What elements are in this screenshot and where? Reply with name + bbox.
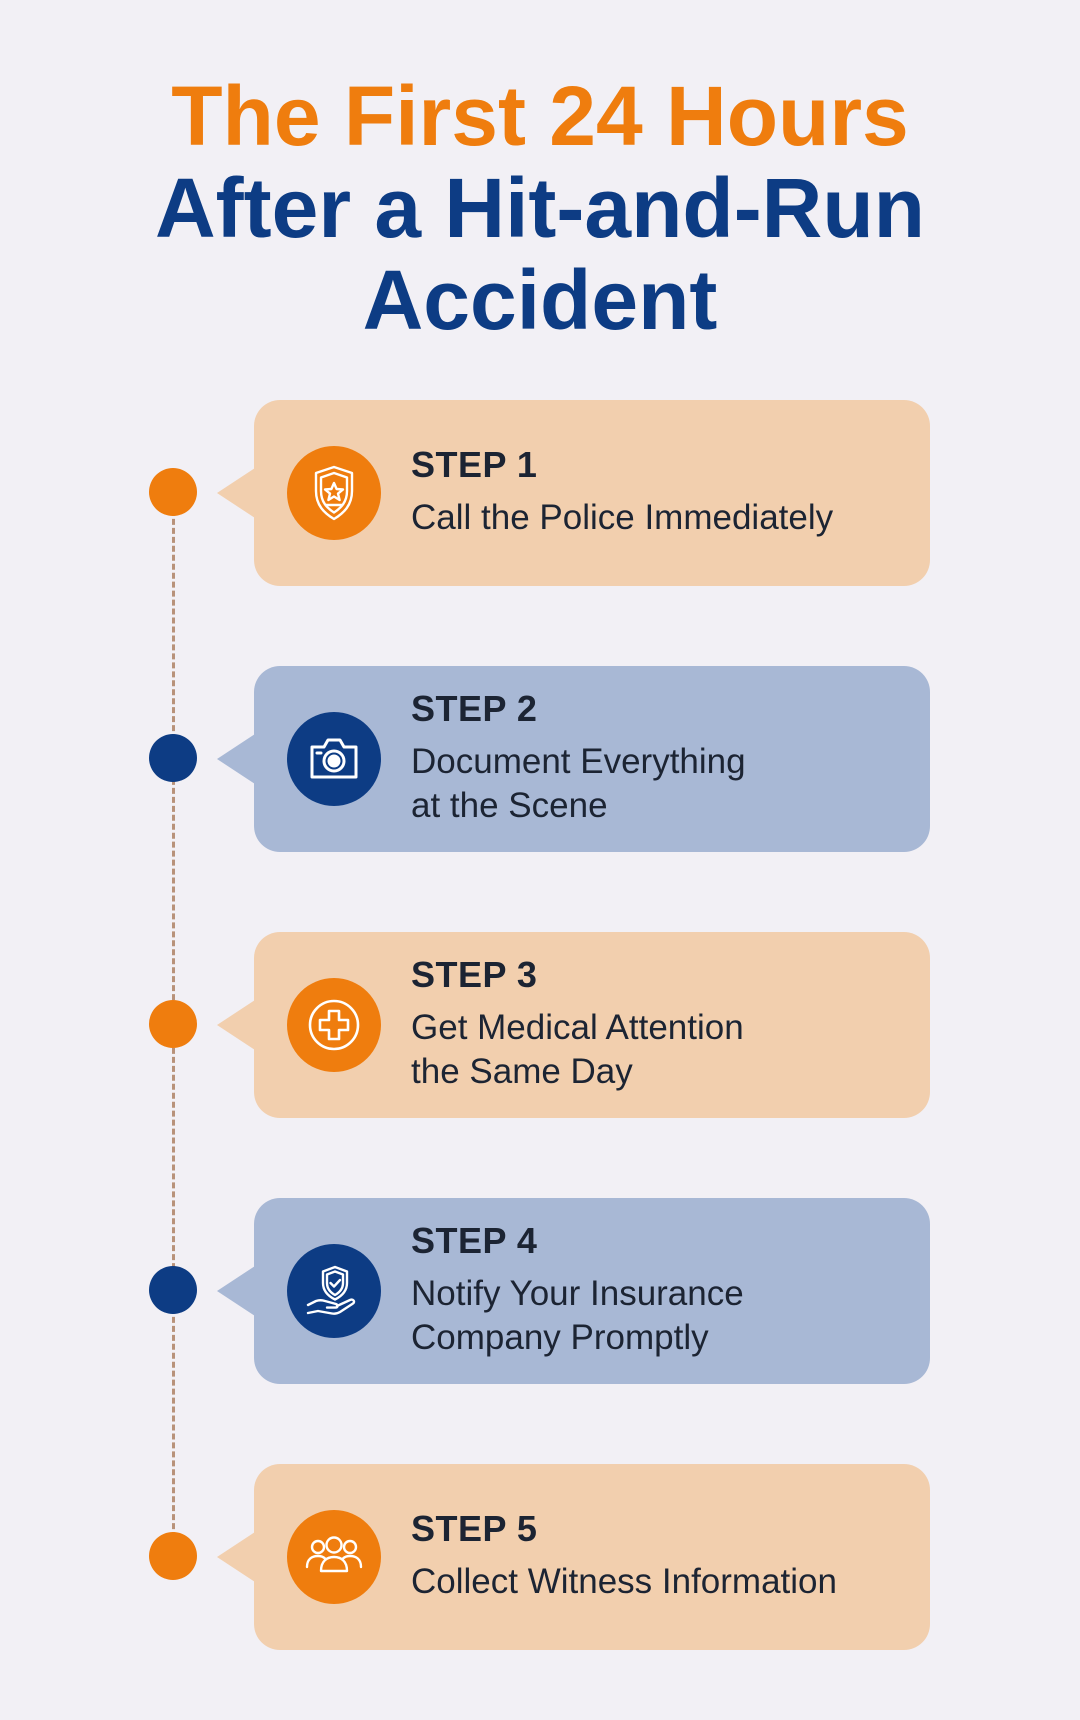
step-label: STEP 3 (411, 954, 538, 995)
step-card-2: STEP 2 Document Everything at the Scene (217, 666, 930, 852)
card-pointer (217, 468, 255, 518)
step-description-line-1: Collect Witness Information (411, 1562, 837, 1601)
step-card-1: STEP 1 Call the Police Immediately (217, 400, 930, 586)
step-card-4: STEP 4 Notify Your Insurance Company Pro… (217, 1198, 930, 1384)
card-pointer (217, 1532, 255, 1582)
insurance-shield-hand-icon (287, 1244, 381, 1338)
timeline-dot-step-4 (149, 1266, 197, 1314)
step-description: Call the Police Immediately (411, 496, 833, 540)
card-pointer (217, 1266, 255, 1316)
card-pointer (217, 734, 255, 784)
step-description: Collect Witness Information (411, 1560, 837, 1604)
step-description: Notify Your Insurance Company Promptly (411, 1272, 744, 1360)
step-description: Get Medical Attention the Same Day (411, 1006, 744, 1094)
step-description-line-2: at the Scene (411, 786, 608, 825)
step-label: STEP 1 (411, 444, 538, 485)
step-description-line-1: Call the Police Immediately (411, 498, 834, 537)
step-label: STEP 5 (411, 1508, 538, 1549)
title-line-2: After a Hit-and-Run (155, 161, 925, 255)
timeline-dot-step-2 (149, 734, 197, 782)
step-card-5: STEP 5 Collect Witness Information (217, 1464, 930, 1650)
police-badge-icon (287, 446, 381, 540)
step-description-line-2: the Same Day (411, 1052, 633, 1091)
step-description: Document Everything at the Scene (411, 740, 746, 828)
step-description-line-2: Company Promptly (411, 1318, 709, 1357)
title-line-3: Accident (362, 253, 718, 347)
step-description-line-1: Notify Your Insurance (411, 1274, 744, 1313)
timeline-dot-step-5 (149, 1532, 197, 1580)
step-description-line-1: Document Everything (411, 742, 746, 781)
page-title: The First 24 Hours After a Hit-and-Run A… (0, 70, 1080, 346)
witness-group-icon (287, 1510, 381, 1604)
step-label: STEP 2 (411, 688, 538, 729)
card-pointer (217, 1000, 255, 1050)
timeline-dot-step-1 (149, 468, 197, 516)
title-line-1: The First 24 Hours (171, 69, 909, 163)
medical-cross-icon (287, 978, 381, 1072)
step-description-line-1: Get Medical Attention (411, 1008, 744, 1047)
step-label: STEP 4 (411, 1220, 538, 1261)
step-card-3: STEP 3 Get Medical Attention the Same Da… (217, 932, 930, 1118)
timeline-dot-step-3 (149, 1000, 197, 1048)
camera-icon (287, 712, 381, 806)
